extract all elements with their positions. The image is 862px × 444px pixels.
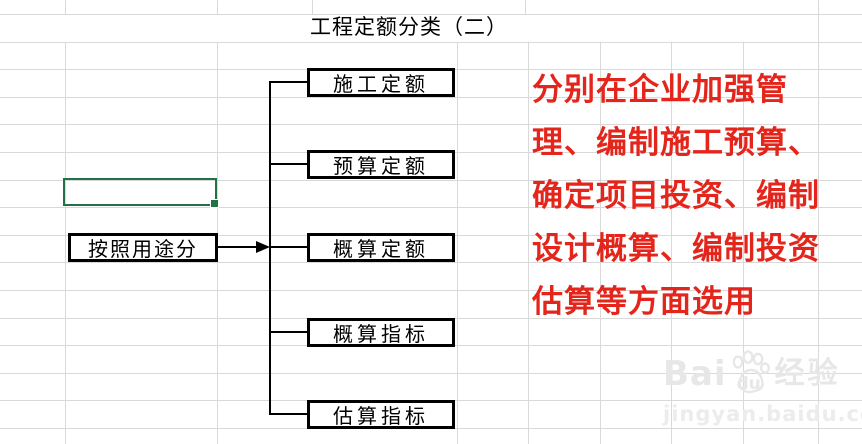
gridline-column [65,0,66,14]
baidu-jingyan-watermark: Bai du 经验 jingyan.baidu.com [663,348,862,426]
flow-node-child-4[interactable]: 概算指标 [307,318,455,347]
connector-stub-2 [270,163,307,165]
gridline-column [528,42,529,444]
annotation-line: 确定项目投资、编制 [532,178,820,214]
gridline-column [65,42,66,444]
gridline-row [0,290,862,291]
gridline-column [600,42,601,444]
gridline-column [457,42,458,444]
watermark-logo: Bai du 经验 [663,348,862,400]
gridline-row [0,42,862,43]
gridline-column [818,0,819,444]
gridline-column [743,42,744,444]
gridline-column [217,0,218,14]
gridline-column [525,0,526,14]
gridline-row [0,124,862,125]
sheet-title: 工程定额分类（二） [310,15,508,39]
gridline-row [0,207,862,208]
watermark-brand-cn: 经验 [774,356,841,391]
annotation-text: 分别在企业加强管 理、编制施工预算、 确定项目投资、编制 设计概算、编制投资 估… [532,64,862,329]
annotation-line: 估算等方面选用 [532,284,756,320]
gridline-row [0,97,862,98]
gridline-row [0,180,862,181]
watermark-brand-prefix: Bai [663,354,727,394]
connector-stub-1 [270,81,307,83]
gridline-row [0,14,862,15]
annotation-line: 理、编制施工预算、 [532,125,820,161]
gridline-row [0,373,862,374]
connector-spine [269,81,271,415]
baidu-paw-icon: du [727,348,775,400]
connector-root-line [218,246,260,248]
annotation-line: 分别在企业加强管 [532,72,788,108]
connector-stub-4 [270,331,307,333]
watermark-url: jingyan.baidu.com [663,402,862,426]
gridline-row [0,262,862,263]
selected-cell[interactable] [63,178,219,208]
fill-handle[interactable] [210,199,219,208]
flow-node-child-5[interactable]: 估算指标 [307,400,455,429]
flow-node-root[interactable]: 按照用途分 [68,233,218,262]
flow-node-child-2[interactable]: 预算定额 [307,150,455,179]
annotation-line: 设计概算、编制投资 [532,231,820,267]
connector-stub-5 [270,413,307,415]
gridline-column [671,42,672,444]
connector-stub-3 [270,246,307,248]
gridline-column [312,0,313,14]
watermark-brand-suffix: du [736,374,761,394]
flow-node-child-1[interactable]: 施工定额 [307,68,455,97]
flow-node-child-3[interactable]: 概算定额 [307,233,455,262]
arrow-right-icon [256,241,270,253]
